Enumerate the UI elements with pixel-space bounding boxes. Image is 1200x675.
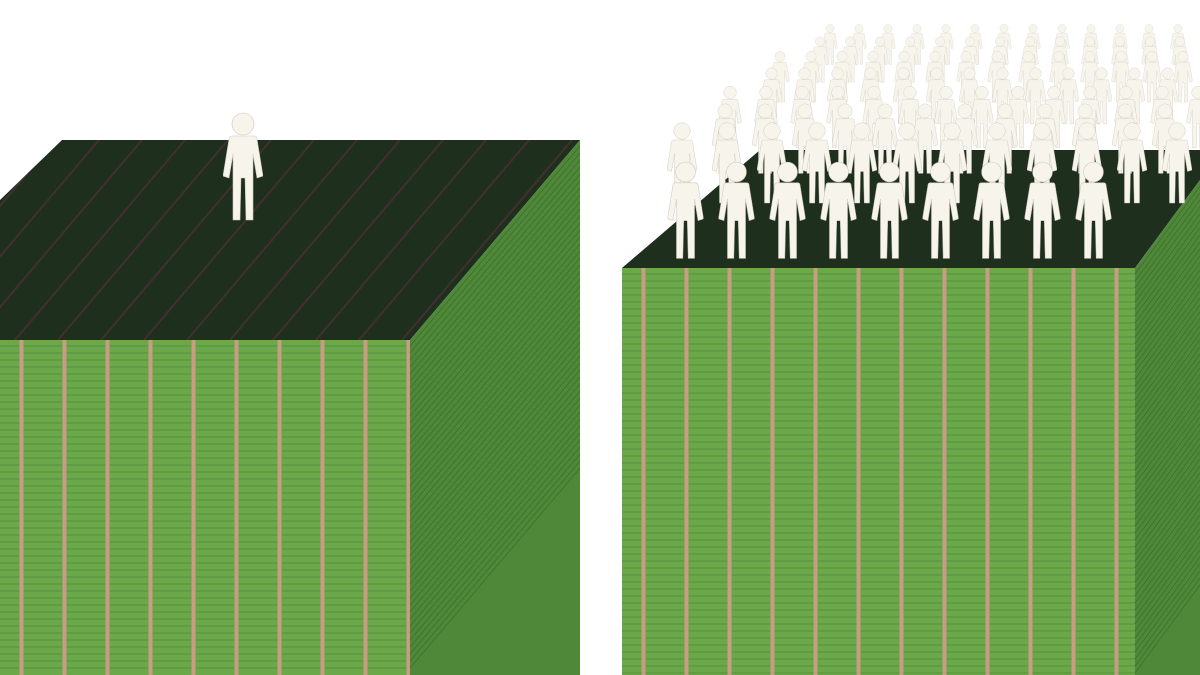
left-cube-front-bands <box>19 340 411 675</box>
right-money-cube <box>622 24 1200 675</box>
left-cube-front-face <box>0 340 410 675</box>
right-cube-front-bands <box>641 268 1119 675</box>
right-cube-front-bill-lines <box>622 273 1135 674</box>
right-cube-side-bill-lines <box>1134 185 1200 674</box>
person-icon <box>1186 85 1200 148</box>
left-money-cube <box>0 112 581 675</box>
left-cube-side-bill-lines <box>409 145 581 669</box>
left-cube-top-face <box>0 140 580 340</box>
right-cube-front-face <box>622 268 1135 675</box>
person-icon <box>822 24 838 65</box>
left-cube-front-bill-lines <box>0 345 410 669</box>
